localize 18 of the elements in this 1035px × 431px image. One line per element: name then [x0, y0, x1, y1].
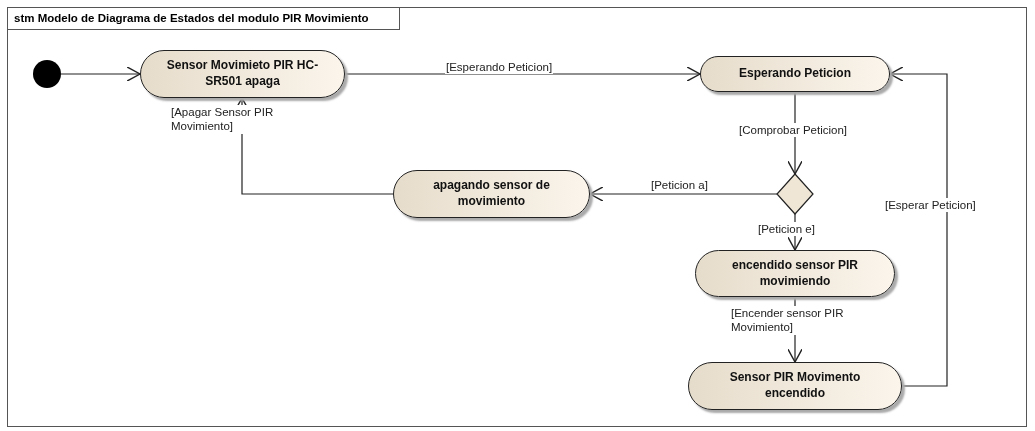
decision-diamond: [777, 174, 813, 214]
transition-arrow: [787, 91, 803, 175]
transition-arrow: [344, 66, 701, 82]
state-box: Sensor Movimieto PIR HC-SR501 apaga: [140, 50, 345, 98]
initial-state-dot: [33, 60, 61, 88]
state-box: Esperando Peticion: [700, 56, 890, 92]
edge-label: [Comprobar Peticion]: [738, 123, 849, 138]
edge-label: [Peticion e]: [757, 222, 816, 237]
transition-arrow: [60, 66, 141, 82]
edge-label: [Peticion a]: [650, 178, 709, 193]
transition-arrow: [589, 186, 778, 202]
state-box: Sensor PIR Movimento encendido: [688, 362, 902, 410]
frame-heading: stm Modelo de Diagrama de Estados del modulo PIR Movimiento: [8, 8, 400, 30]
edge-label: [Esperando Peticion]: [445, 60, 554, 75]
state-box: apagando sensor de movimiento: [393, 170, 590, 218]
transition-arrow: [889, 66, 948, 387]
edge-label: [Esperar Peticion]: [884, 198, 977, 213]
state-box: encendido sensor PIR movimiendo: [695, 250, 895, 297]
